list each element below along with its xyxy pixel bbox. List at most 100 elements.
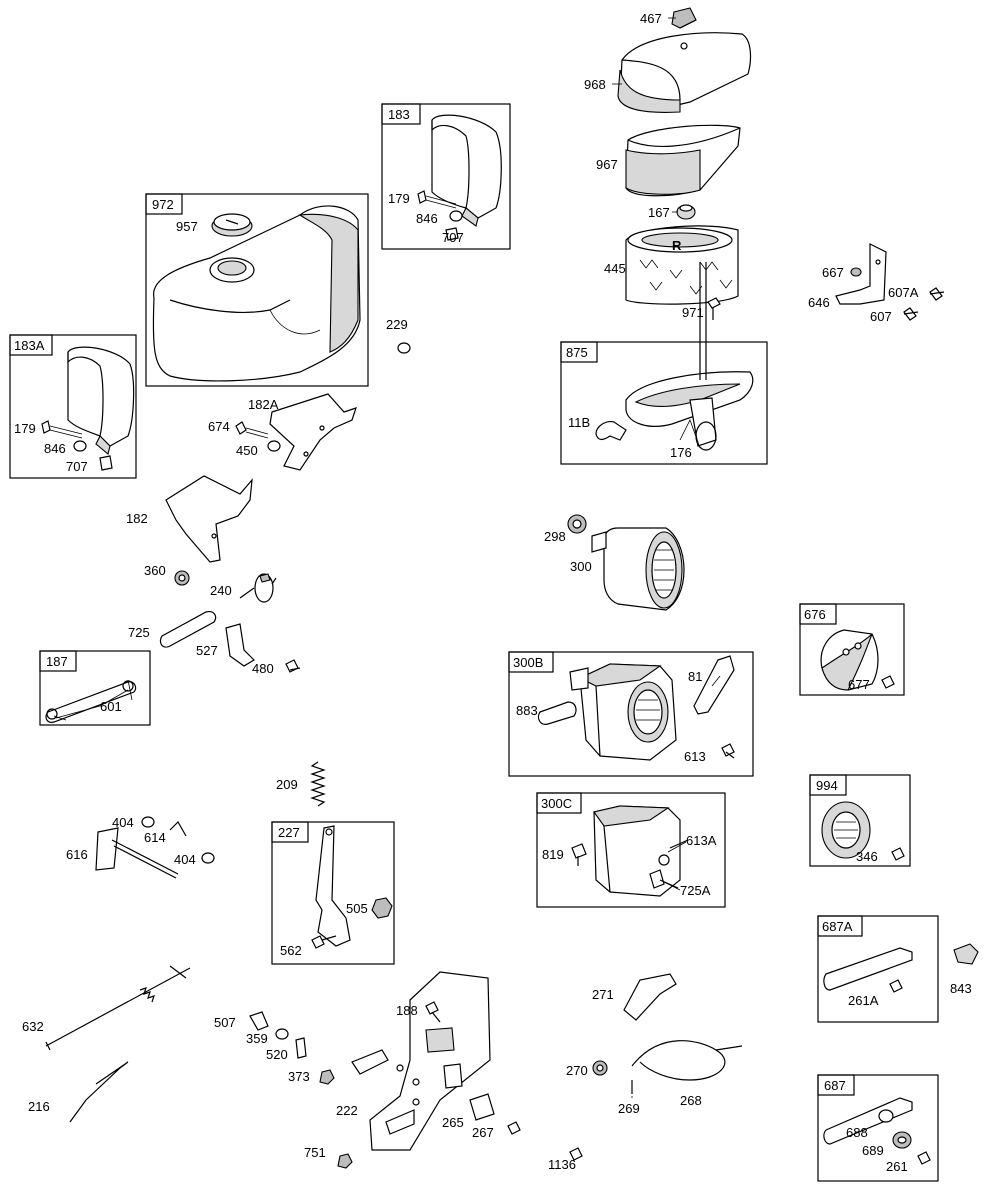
- callout-179-b: 179: [14, 421, 36, 436]
- callout-843: 843: [950, 981, 972, 996]
- callout-270: 270: [566, 1063, 588, 1078]
- lever-271: [623, 973, 677, 1021]
- screw-267: [507, 1121, 521, 1135]
- washer-688: [878, 1109, 894, 1123]
- callout-404-a: 404: [112, 815, 134, 830]
- nut-505: [371, 897, 393, 919]
- lock-washer-298: [567, 514, 587, 534]
- callout-359: 359: [246, 1031, 268, 1046]
- callout-227: 227: [278, 825, 300, 840]
- callout-614: 614: [144, 830, 166, 845]
- callout-707-b: 707: [66, 459, 88, 474]
- screw-613: [721, 743, 735, 759]
- callout-667: 667: [822, 265, 844, 280]
- callout-875: 875: [566, 345, 588, 360]
- bracket-687A: [823, 947, 913, 991]
- bolt-179-b: [41, 420, 83, 439]
- callout-222: 222: [336, 1103, 358, 1118]
- callout-373: 373: [288, 1069, 310, 1084]
- callout-346: 346: [856, 849, 878, 864]
- link-216: [69, 1061, 129, 1123]
- callout-176: 176: [670, 445, 692, 460]
- callout-404-b: 404: [174, 852, 196, 867]
- callout-1136: 1136: [548, 1157, 576, 1172]
- callout-707-a: 707: [442, 230, 464, 245]
- callout-689: 689: [862, 1143, 884, 1158]
- bolt-179-a: [417, 190, 457, 209]
- washer-404-b: [201, 852, 215, 864]
- callout-819: 819: [542, 847, 564, 862]
- callout-677: 677: [848, 677, 870, 692]
- shaft-616: [95, 827, 179, 879]
- callout-261A: 261A: [848, 993, 879, 1008]
- washer-846-a: [449, 210, 463, 222]
- strap-183: [431, 114, 502, 227]
- screw-677: [881, 675, 895, 689]
- callout-271: 271: [592, 987, 614, 1002]
- screw-1136: [569, 1147, 583, 1161]
- callout-688: 688: [846, 1125, 868, 1140]
- nut-360: [174, 570, 190, 586]
- callout-188: 188: [396, 1003, 418, 1018]
- callout-613: 613: [684, 749, 706, 764]
- strap-183A: [67, 346, 135, 455]
- washer-846-b: [73, 440, 87, 452]
- air-cleaner-base-875: [625, 262, 754, 449]
- callout-883: 883: [516, 703, 538, 718]
- callout-751: 751: [304, 1145, 326, 1160]
- muffler-guard-676: [820, 629, 879, 691]
- nut-270: [592, 1060, 608, 1076]
- cap-843: [953, 943, 979, 965]
- air-cleaner-cover-968: [617, 32, 752, 113]
- callout-607: 607: [870, 309, 892, 324]
- callout-187: 187: [46, 654, 68, 669]
- callout-183: 183: [388, 107, 410, 122]
- callout-725A: 725A: [680, 883, 711, 898]
- callout-183A: 183A: [14, 338, 45, 353]
- tube-725: [159, 611, 217, 648]
- nut-707-b: [99, 455, 113, 471]
- callout-846-a: 846: [416, 211, 438, 226]
- callout-216: 216: [28, 1099, 50, 1114]
- callout-562: 562: [280, 943, 302, 958]
- callout-507: 507: [214, 1015, 236, 1030]
- callout-520: 520: [266, 1047, 288, 1062]
- bracket-182A: [269, 393, 357, 471]
- muffler-300C: [593, 805, 681, 897]
- callout-687A: 687A: [822, 919, 853, 934]
- callout-300C: 300C: [541, 796, 572, 811]
- control-bracket-222: [351, 971, 491, 1151]
- callout-81: 81: [688, 669, 702, 684]
- bracket-687: [823, 1097, 913, 1145]
- washer-450: [267, 440, 281, 452]
- switch-507: [249, 1011, 269, 1031]
- bracket-646: [835, 243, 887, 305]
- callout-267: 267: [472, 1125, 494, 1140]
- muffler-guard-994: [821, 801, 871, 859]
- air-filter-445: [625, 225, 739, 305]
- deflector-81: [693, 655, 735, 715]
- callout-994: 994: [816, 778, 838, 793]
- callout-300B: 300B: [513, 655, 543, 670]
- callout-11B: 11B: [568, 415, 590, 430]
- screw-261: [917, 1151, 931, 1165]
- fuel-cap-957: [211, 213, 253, 237]
- callout-646: 646: [808, 295, 830, 310]
- fuel-line-187: [45, 679, 137, 723]
- clamp-527: [225, 623, 255, 667]
- callout-972: 972: [152, 197, 174, 212]
- callout-209: 209: [276, 777, 298, 792]
- muffler-300: [591, 527, 685, 611]
- callout-607A: 607A: [888, 285, 919, 300]
- screw-819: [571, 843, 587, 866]
- bolt-674: [235, 421, 269, 439]
- screw-607A: [929, 287, 945, 301]
- callout-968: 968: [584, 77, 606, 92]
- nut-667: [850, 267, 862, 277]
- cable-268: [631, 1040, 743, 1081]
- callout-601: 601: [100, 699, 122, 714]
- callout-505: 505: [346, 901, 368, 916]
- callout-616: 616: [66, 847, 88, 862]
- screw-971: [707, 297, 721, 320]
